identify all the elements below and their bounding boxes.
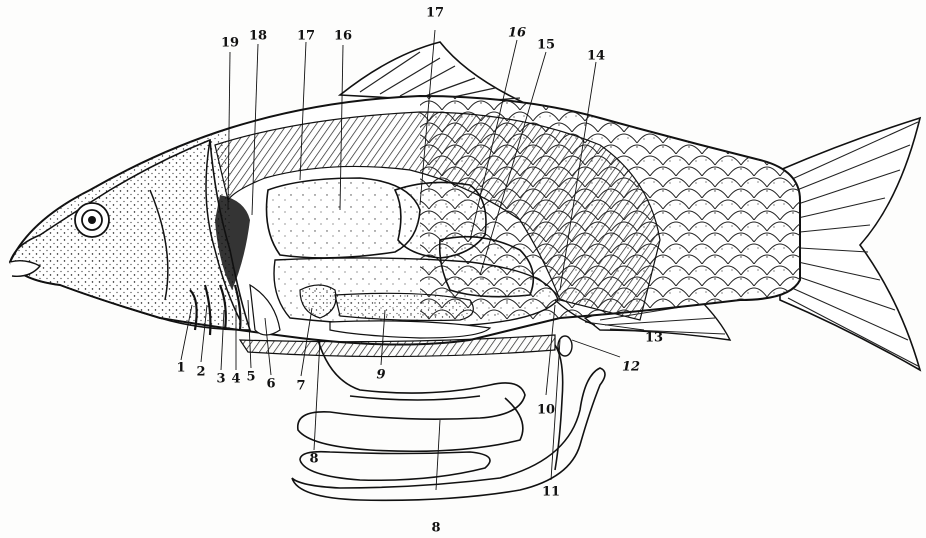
label-10: 10 xyxy=(537,404,555,417)
label-19: 19 xyxy=(221,37,239,50)
label-9: 9 xyxy=(376,369,385,382)
label-13: 13 xyxy=(645,332,663,345)
label-17-top: 17 xyxy=(426,7,444,20)
label-7: 7 xyxy=(296,380,305,393)
label-15: 15 xyxy=(537,39,555,52)
label-18: 18 xyxy=(249,30,267,43)
label-3: 3 xyxy=(216,373,225,386)
label-16-right: 16 xyxy=(508,27,526,40)
label-17-left: 17 xyxy=(297,30,315,43)
label-1: 1 xyxy=(176,362,185,375)
label-6: 6 xyxy=(266,378,275,391)
label-4: 4 xyxy=(231,373,240,386)
label-5: 5 xyxy=(246,371,255,384)
label-12: 12 xyxy=(622,361,640,374)
label-8-lower: 8 xyxy=(431,522,440,535)
label-14: 14 xyxy=(587,50,605,63)
label-2: 2 xyxy=(196,366,205,379)
label-11: 11 xyxy=(542,486,560,499)
label-16-left: 16 xyxy=(334,30,352,43)
label-8-upper: 8 xyxy=(309,453,318,466)
